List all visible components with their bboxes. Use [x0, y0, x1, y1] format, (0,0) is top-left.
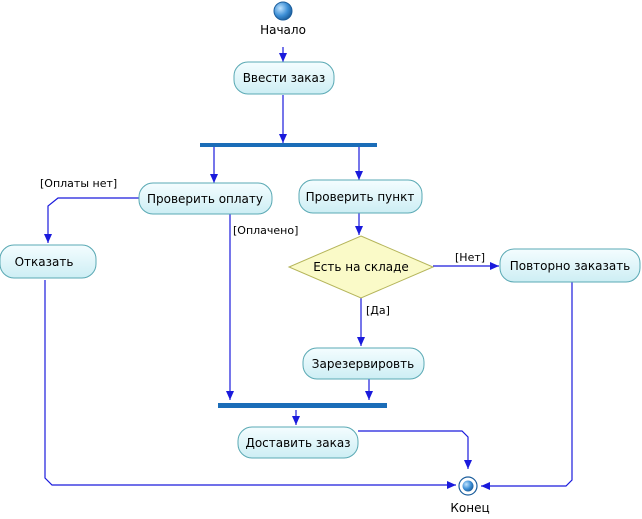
activity-deliver: Доставить заказ	[237, 426, 359, 459]
guard-no-payment: [Оплаты нет]	[40, 177, 117, 190]
activity-check-item-label: Проверить пункт	[306, 190, 415, 204]
activity-enter-order: Ввести заказ	[233, 61, 335, 95]
activity-reject: Отказать	[0, 244, 97, 279]
guard-paid: [Оплачено]	[233, 224, 298, 237]
activity-deliver-label: Доставить заказ	[245, 436, 350, 450]
flow-reorder-to-end	[481, 282, 573, 490]
end-node: Конец	[450, 476, 490, 515]
activity-check-payment-label: Проверить оплату	[147, 192, 263, 206]
decision-in-stock-label: Есть на складе	[313, 260, 409, 274]
guard-yes: [Да]	[366, 304, 390, 317]
flow-check-payment-to-reject	[44, 197, 139, 243]
activity-check-payment: Проверить оплату	[138, 182, 273, 215]
activity-reorder-label: Повторно заказать	[510, 259, 631, 273]
guard-no: [Нет]	[455, 251, 485, 264]
activity-enter-order-label: Ввести заказ	[243, 71, 326, 85]
join-bar	[218, 403, 387, 408]
start-icon	[273, 1, 293, 21]
activity-check-item: Проверить пункт	[298, 179, 423, 214]
decision-in-stock: Есть на складе	[287, 235, 435, 299]
start-node: Начало	[260, 1, 306, 37]
flow-deliver-to-end	[358, 430, 472, 469]
activity-reorder: Повторно заказать	[499, 248, 641, 283]
activity-reserve: Зарезервировть	[302, 347, 425, 380]
activity-reserve-label: Зарезервировть	[312, 357, 414, 371]
activity-reject-label: Отказать	[15, 255, 74, 269]
flow-lines	[44, 47, 573, 490]
flow-reject-to-end	[44, 280, 456, 489]
start-label: Начало	[260, 23, 306, 37]
end-label: Конец	[450, 501, 489, 515]
end-icon	[462, 480, 474, 492]
fork-bar	[200, 143, 377, 147]
